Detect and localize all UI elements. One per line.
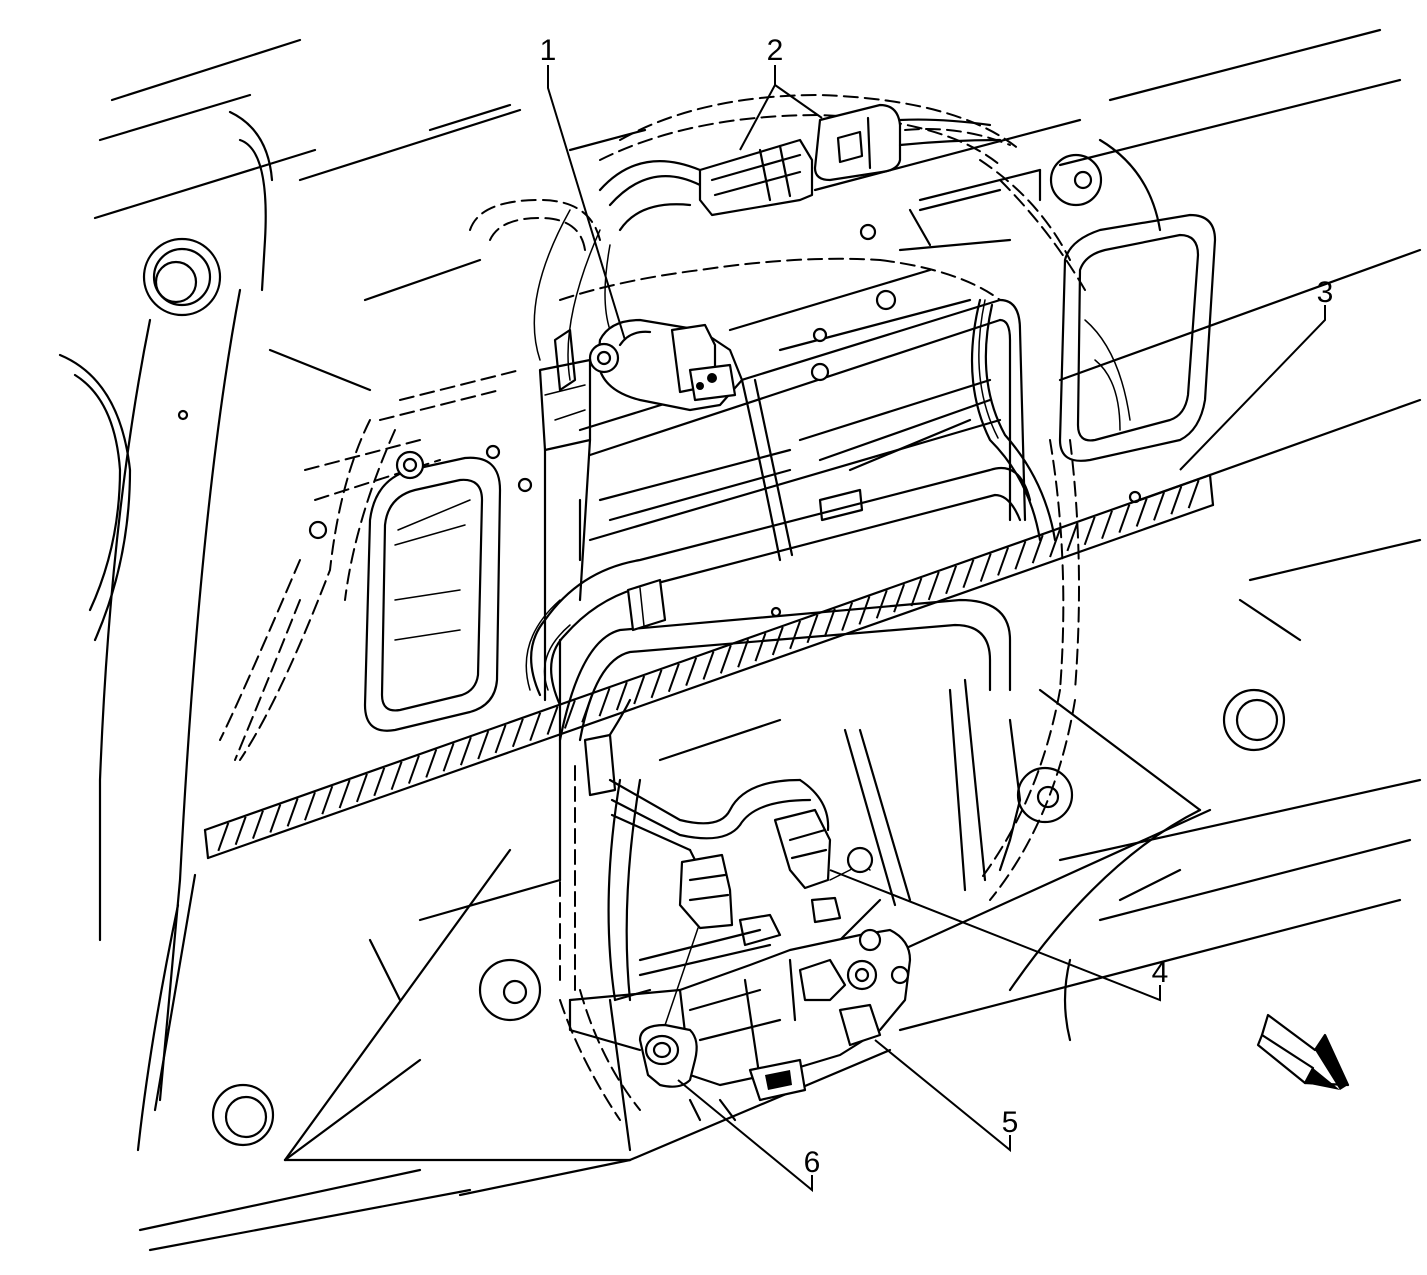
seal-hatch-line (979, 553, 992, 582)
seal-hatch-line (667, 663, 680, 693)
seal-hatch-line (1153, 492, 1165, 521)
seal-hatch-line (997, 547, 1010, 576)
seal-hatch-line (962, 559, 975, 589)
seal-hatch-line (338, 779, 351, 809)
seal-hatch-line (1083, 516, 1096, 546)
door-panel-outline (58, 28, 1422, 1252)
seal-hatch-line (407, 755, 420, 784)
door-lock-switch-assembly (538, 318, 744, 702)
seal-hatch-line (893, 583, 906, 613)
seal-hatch-line (529, 712, 542, 742)
seal-hatch-line (304, 791, 316, 821)
seal-hatch-line (1014, 540, 1027, 570)
left-door-opening (308, 444, 533, 732)
seal-hatch-line (806, 614, 819, 644)
seal-hatch-line (650, 669, 663, 699)
callout-3: 3 (1317, 276, 1334, 309)
seal-hatch-line (286, 798, 299, 827)
seal-hatch-line (615, 681, 628, 711)
seal-hatch-line (1187, 479, 1200, 509)
seal-hatch-line (477, 730, 490, 760)
seal-hatch-line (563, 700, 576, 729)
seal-hatch-line (546, 706, 559, 735)
panel-grommets (142, 153, 1286, 1147)
seal-hatch-line (719, 645, 732, 674)
seal-hatch-line (754, 632, 767, 662)
lower-wiring-harness (583, 698, 874, 1041)
seal-hatch-line (442, 742, 455, 772)
seal-hatch-line (1101, 510, 1113, 540)
upper-wiring-harness (469, 159, 1057, 707)
seal-hatch-line (390, 761, 403, 791)
callout-6: 6 (804, 1146, 821, 1179)
seal-hatch-line (737, 638, 750, 668)
seal-hatch-line (927, 571, 940, 601)
seal-hatch-line (511, 718, 524, 748)
door-seal-strip (203, 473, 1215, 860)
callout-1: 1 (540, 34, 557, 67)
callout-4: 4 (1152, 956, 1169, 989)
callout-labels: 1 2 3 4 5 6 (540, 34, 1334, 1179)
seal-hatch-line (823, 608, 836, 637)
seal-hatch-line (875, 589, 888, 619)
seal-hatch-line (459, 736, 472, 766)
callout-5: 5 (1002, 1106, 1019, 1139)
seal-hatch-line (373, 767, 386, 797)
seal-strip-hatch (217, 479, 1200, 852)
seal-hatch-line (945, 565, 958, 595)
seal-hatch-line (598, 687, 611, 717)
seal-hatch-line (581, 694, 594, 723)
seal-hatch-line (1135, 498, 1148, 527)
seal-hatch-line (633, 675, 646, 705)
seal-hatch-line (1066, 522, 1079, 552)
seal-hatch-line (858, 596, 871, 625)
seal-hatch-line (910, 577, 923, 607)
seal-hatch-line (789, 620, 802, 650)
seal-hatch-line (425, 749, 438, 778)
seal-hatch-line (234, 816, 247, 846)
seal-hatch-line (1170, 485, 1183, 515)
seal-hatch-line (841, 602, 854, 631)
seal-hatch-line (1049, 528, 1061, 558)
seal-hatch-line (494, 724, 507, 754)
seal-hatch-line (771, 626, 784, 656)
callout-2: 2 (767, 34, 784, 67)
door-latch-actuator (568, 896, 912, 1122)
upper-door-module-frame (578, 168, 1217, 618)
inner-door-dashed-outline (219, 93, 1086, 1121)
seal-hatch-line (217, 822, 230, 852)
seal-hatch-line (321, 785, 334, 815)
lower-door-frame (558, 598, 1012, 1002)
upper-harness-connector (698, 103, 1011, 217)
seal-hatch-line (1118, 504, 1131, 533)
seal-hatch-line (269, 804, 282, 833)
seal-hatch-line (252, 810, 264, 839)
seal-hatch-line (685, 657, 698, 686)
callout-leaders (547, 65, 1326, 1193)
forward-direction-arrow-icon (1256, 1013, 1350, 1090)
seal-hatch-line (356, 773, 368, 803)
seal-hatch-line (702, 651, 715, 680)
seal-hatch-line (1031, 534, 1044, 564)
